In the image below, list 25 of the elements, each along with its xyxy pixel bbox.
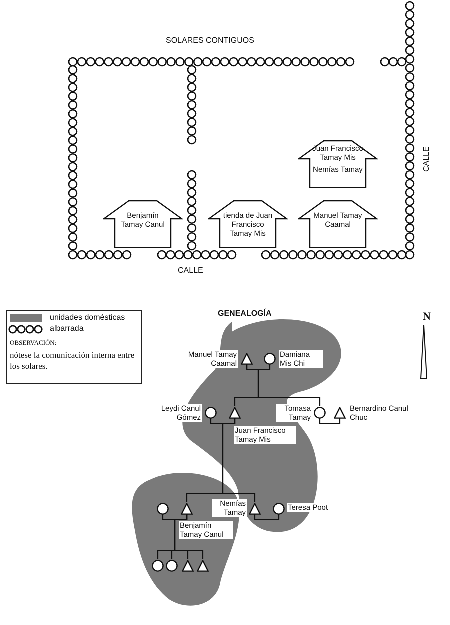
kinship-line — [222, 418, 256, 502]
house-shape — [103, 200, 183, 248]
male-symbol — [241, 352, 253, 364]
male-symbol — [249, 502, 261, 514]
male-symbol — [182, 559, 194, 571]
kinship-line — [319, 418, 341, 425]
legend-label: albarrada — [50, 324, 84, 333]
kinship-line — [174, 514, 204, 559]
male-symbol — [334, 406, 346, 418]
male-symbol — [197, 559, 209, 571]
male-symbol — [181, 502, 193, 514]
compass-letter: N — [423, 311, 431, 323]
note-text: nótese la comunicación interna entre los solares. — [10, 350, 136, 372]
legend-label: unidades domésticas — [50, 313, 126, 322]
area-label: SOLARES CONTIGUOS — [166, 36, 254, 45]
house-shape — [298, 200, 378, 248]
female-symbol — [314, 406, 326, 418]
street-label: CALLE — [422, 146, 431, 172]
house-shape — [298, 140, 378, 188]
street-label: CALLE — [178, 266, 204, 275]
heading: GENEALOGÍA — [218, 309, 272, 318]
kinship-line — [246, 364, 321, 406]
house-shape — [208, 200, 288, 248]
male-symbol — [229, 406, 241, 418]
kinship-line — [254, 514, 280, 521]
